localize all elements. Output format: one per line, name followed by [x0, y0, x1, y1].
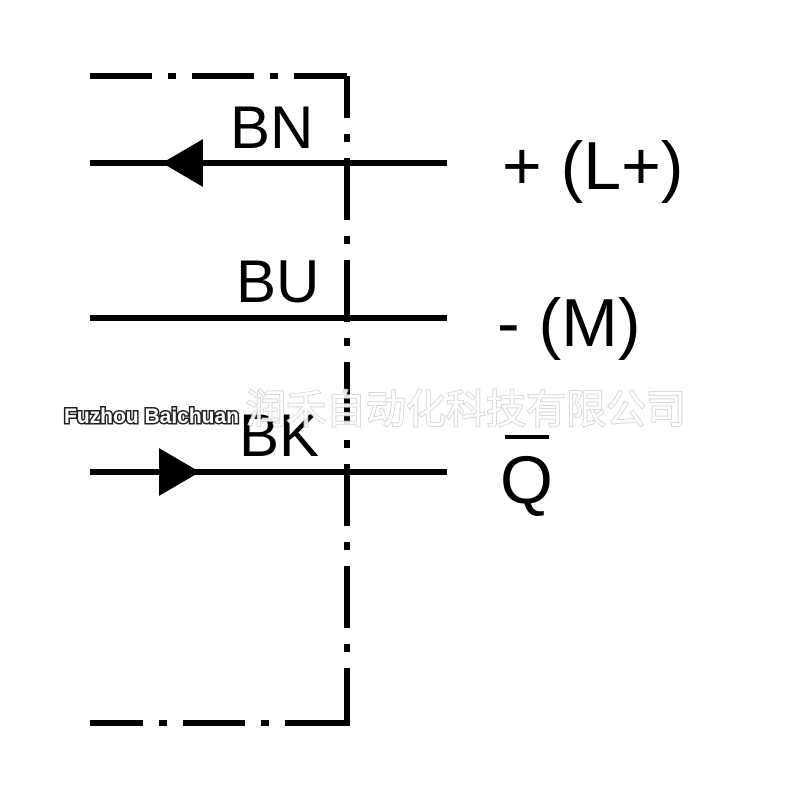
terminal-label: - (M) [497, 285, 640, 361]
terminal-label: + (L+) [502, 128, 683, 204]
arrow-left-icon [162, 139, 203, 187]
terminal-label: Q [500, 442, 553, 518]
arrow-right-icon [159, 448, 200, 496]
wire-bu: BU - (M) [90, 248, 640, 361]
wire-bk: BK Q [90, 402, 553, 518]
device-boundary [90, 73, 350, 726]
watermark-latin: Fuzhou Baichuan [64, 405, 239, 428]
wire-color-label: BK [239, 402, 319, 469]
wire-bn: BN + (L+) [90, 94, 683, 204]
wire-color-label: BN [230, 94, 313, 161]
watermark-chinese: 润禾自动化科技有限公司 [246, 387, 686, 433]
wire-color-label: BU [236, 248, 319, 315]
